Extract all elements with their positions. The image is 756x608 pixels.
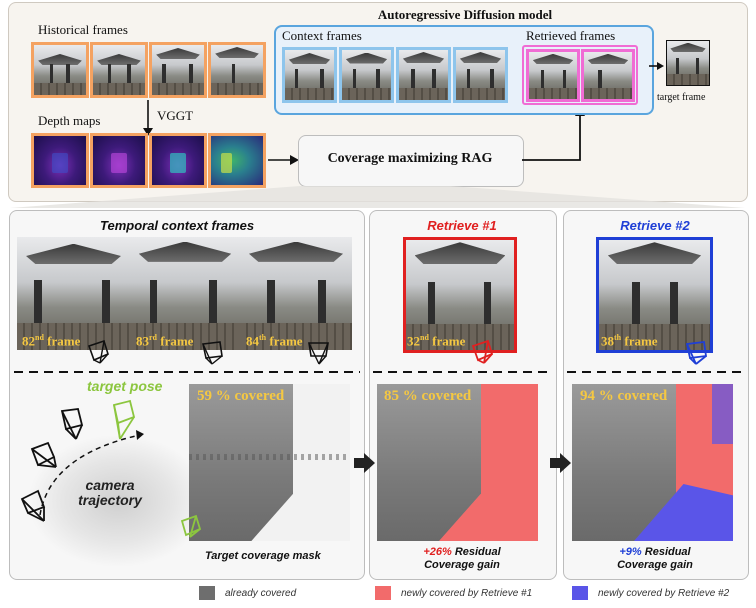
camera-frustum-icon — [202, 341, 223, 365]
frame-label-84: 84th frame — [246, 333, 303, 349]
retrieved-frame — [581, 49, 635, 102]
historical-frame — [149, 42, 207, 98]
retrieve1-camera-icon — [471, 339, 494, 364]
retrieve2-title: Retrieve #2 — [620, 218, 690, 233]
temporal-frame — [17, 237, 130, 350]
mask-title: Target coverage mask — [205, 550, 321, 562]
depth-maps-label: Depth maps — [38, 113, 101, 128]
retrieve2-camera-icon — [685, 341, 708, 365]
trajectory-shadow — [30, 436, 190, 566]
frame-label-38: 38th frame — [601, 333, 658, 349]
depth-map — [31, 133, 89, 188]
context-frames-label: Context frames — [282, 28, 362, 43]
legend-swatch-new2 — [572, 586, 588, 600]
target-frame-image — [666, 40, 710, 86]
context-frame — [453, 47, 508, 103]
rag-label: Coverage maximizing RAG — [327, 151, 493, 166]
context-frame — [282, 47, 337, 103]
context-frame — [396, 47, 451, 103]
model-to-target-arrow — [649, 62, 664, 70]
retrieved-frames-group — [522, 45, 638, 105]
legend-swatch-new1 — [375, 586, 391, 600]
depth-map — [208, 133, 266, 188]
dashed-divider — [14, 371, 360, 373]
dashed-divider — [373, 371, 553, 373]
next-arrow-2 — [550, 453, 571, 473]
depth-map — [149, 133, 207, 188]
retrieve2-frame — [596, 237, 713, 353]
camera-trajectory-diagram — [20, 399, 144, 522]
retrieved-frame — [526, 49, 580, 102]
target-pose-label: target pose — [87, 378, 163, 394]
legend-new1: newly covered by Retrieve #1 — [401, 588, 533, 599]
next-arrow-1 — [354, 453, 375, 473]
context-frame — [339, 47, 394, 103]
camera-trajectory-label: camera trajectory — [78, 477, 142, 509]
coverage-mask-2 — [377, 384, 538, 541]
coverage-text-3: 94 % covered — [580, 388, 668, 404]
legend-new2: newly covered by Retrieve #2 — [598, 588, 730, 599]
depth-map — [90, 133, 148, 188]
coverage-text-1: 59 % covered — [197, 388, 285, 404]
depth-to-rag-arrow — [268, 155, 299, 165]
temporal-frame — [240, 237, 352, 350]
frame-label-82: 82nd frame — [22, 333, 81, 349]
vggt-label: VGGT — [157, 108, 194, 123]
retrieve1-title: Retrieve #1 — [427, 218, 497, 233]
target-camera-icon — [180, 514, 202, 538]
coverage-mask-3 — [572, 384, 733, 541]
vggt-arrow — [143, 100, 153, 136]
historical-frame — [90, 42, 148, 98]
dashed-divider — [567, 371, 743, 373]
historical-frame — [31, 42, 89, 98]
camera-frustum-icon — [308, 342, 329, 365]
frame-label-83: 83rd frame — [136, 333, 194, 349]
frame-label-32: 32nd frame — [407, 333, 466, 349]
historical-frames-label: Historical frames — [38, 22, 128, 37]
model-title: Autoregressive Diffusion model — [377, 7, 553, 22]
temporal-title: Temporal context frames — [100, 218, 255, 233]
temporal-frame — [130, 237, 240, 350]
legend-already: already covered — [225, 588, 297, 599]
retrieve1-frame — [403, 237, 517, 353]
coverage-text-2: 85 % covered — [384, 388, 472, 404]
rag-expansion-connector — [10, 186, 745, 208]
camera-frustum-icon — [87, 339, 109, 364]
legend-swatch-already — [199, 586, 215, 600]
target-frame-label: target frame — [657, 92, 706, 103]
retrieved-frames-label: Retrieved frames — [526, 28, 616, 43]
coverage-mask-1 — [189, 384, 350, 541]
rag-box — [298, 135, 524, 187]
historical-frame — [208, 42, 266, 98]
